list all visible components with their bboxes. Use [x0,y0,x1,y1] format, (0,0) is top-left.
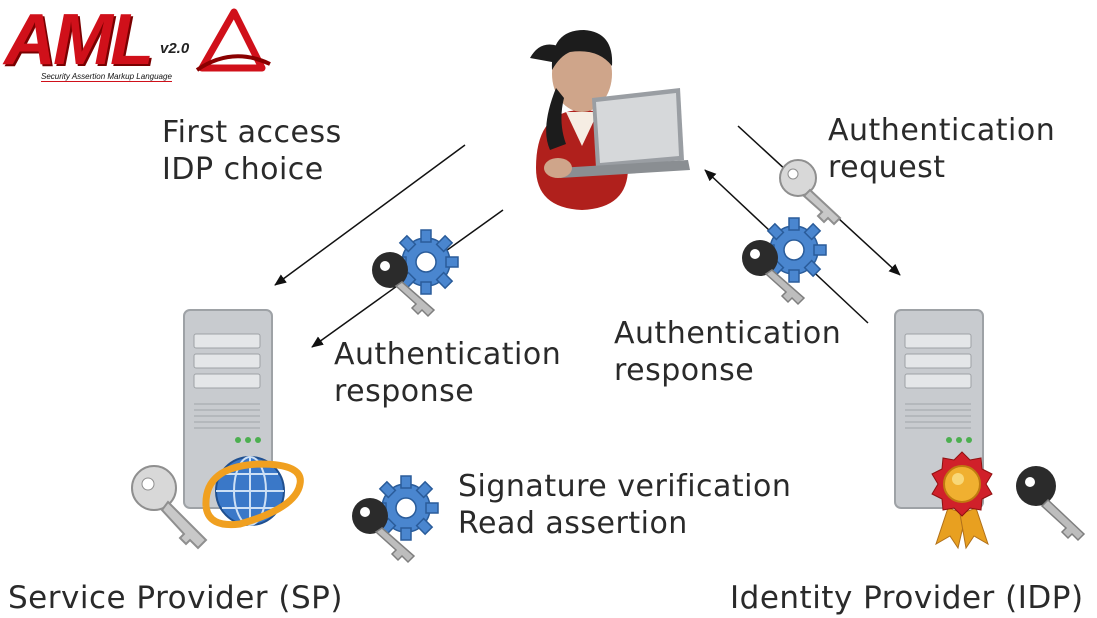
auth-request-line-1: Authentication [828,113,1056,148]
first-access-line-1: First access [162,115,342,150]
idp-node-label: Identity Provider (IDP) [730,580,1084,616]
key-gear-icon-left [372,229,459,318]
auth-response-left-line-2: response [334,374,475,409]
sp-key-icon [131,465,208,550]
auth-response-right-line-2: response [614,353,755,388]
logo-version: v2.0 [160,40,190,57]
certificate-icon [931,451,993,550]
key-gear-icon-right [742,217,827,306]
auth-request-line-2: request [828,150,946,185]
request-key-icon [779,159,842,226]
logo-subtitle: Security Assertion Markup Language [41,72,172,82]
user-icon [530,30,690,210]
saml-logo: AML v2.0 Security Assertion Markup Langu… [4,0,271,86]
key-gear-icon-verify [352,475,439,564]
sp-tasks-line-1: Signature verification [458,469,792,504]
auth-response-right-line-1: Authentication [614,316,842,351]
first-access-label: First access IDP choice [162,114,342,188]
auth-response-left-label: Authentication response [334,336,561,410]
arrow-first-access [274,144,466,286]
auth-request-label: Authentication request [828,112,1055,186]
sp-tasks-label: Signature verification Read assertion [458,468,791,542]
auth-response-right-label: Authentication response [614,315,841,389]
globe-icon [202,456,304,529]
sp-node-label: Service Provider (SP) [8,580,343,616]
auth-response-left-line-1: Authentication [334,337,562,372]
logo-swoosh-icon [195,8,271,72]
logo-main-text: AML [4,0,154,80]
idp-key-icon [1016,466,1086,542]
first-access-line-2: IDP choice [162,152,324,187]
sp-tasks-line-2: Read assertion [458,506,688,541]
